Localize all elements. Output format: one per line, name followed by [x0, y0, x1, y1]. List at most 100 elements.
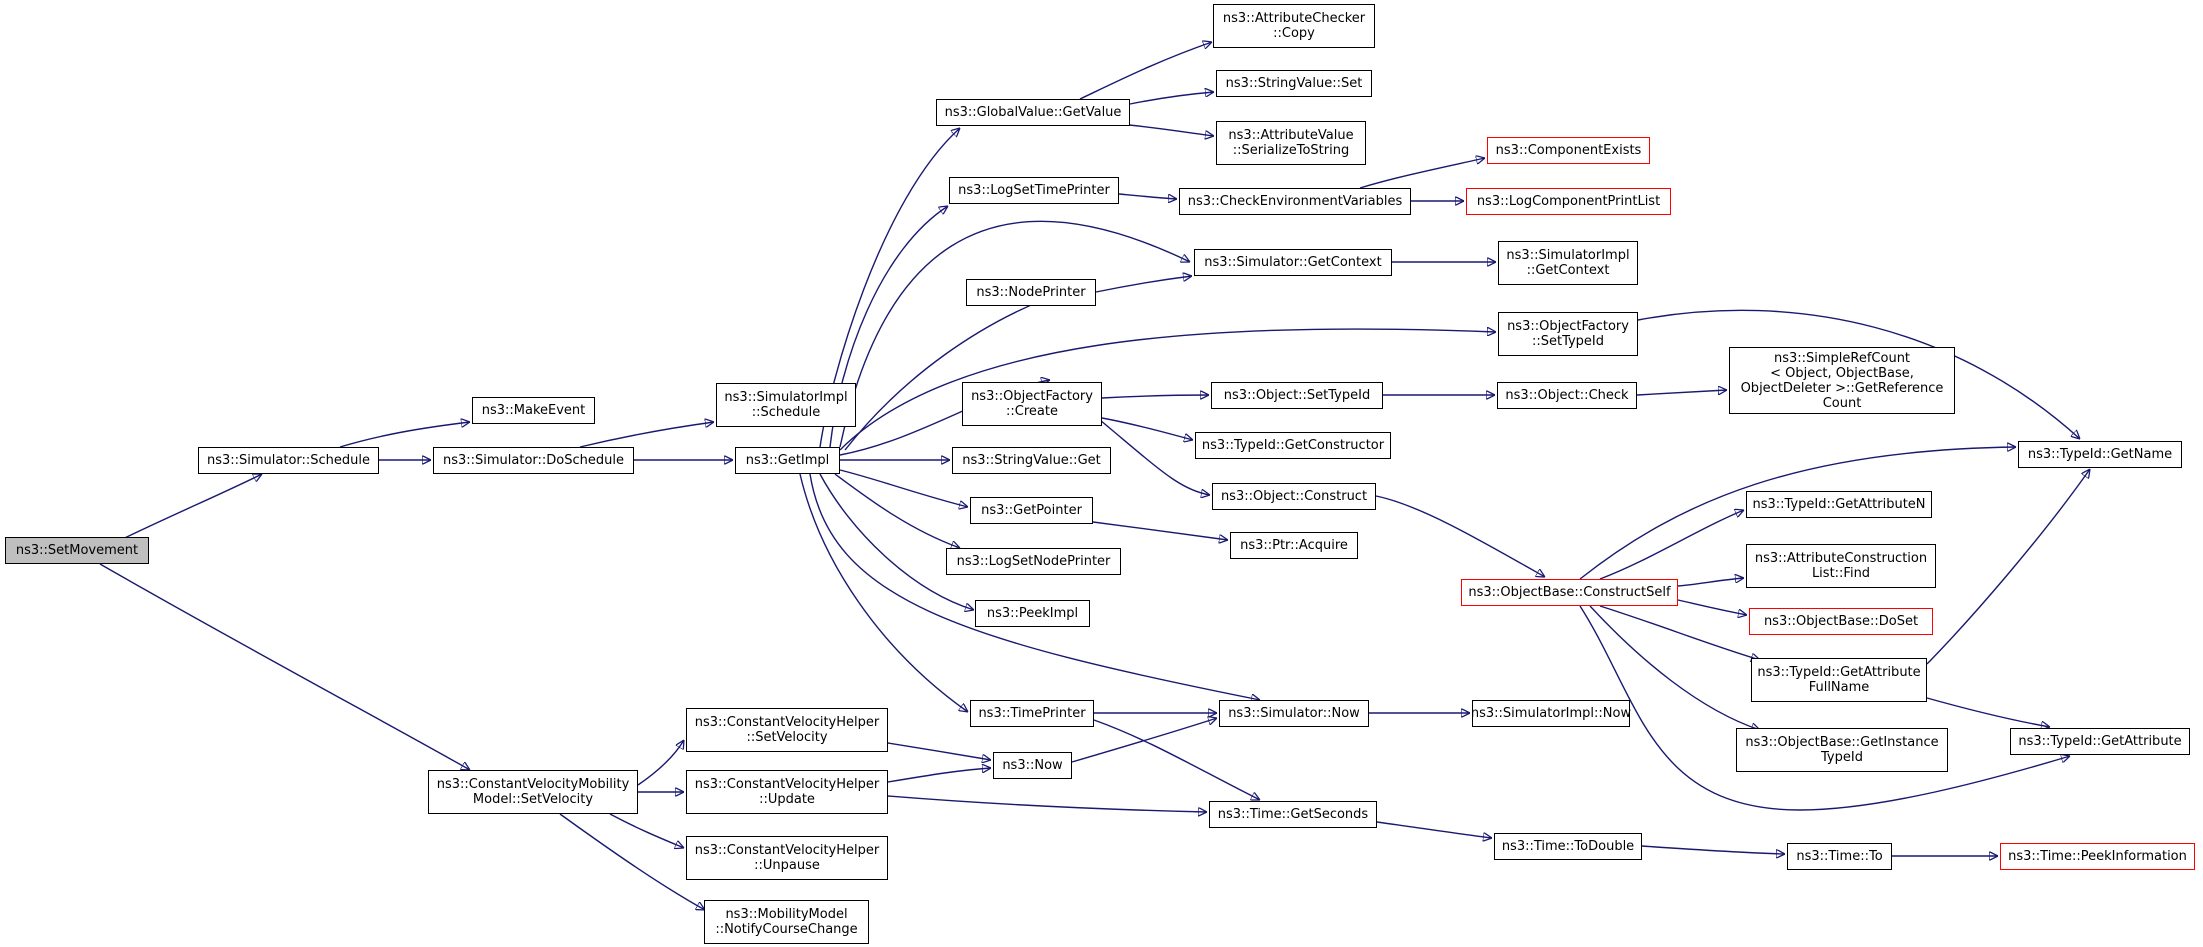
node-label: ns3::SimulatorImpl::Now: [1470, 706, 1632, 721]
node-peekimpl[interactable]: ns3::PeekImpl: [975, 600, 1090, 627]
edge-setmovement-to-cvmobility-setvelocity: [99, 563, 470, 770]
node-label: ::SetTypeId: [1531, 334, 1605, 349]
edge-getimpl-to-peekimpl: [819, 473, 974, 610]
edge-checkenvvars-to-componentexists: [1359, 158, 1485, 189]
node-label: ns3::GlobalValue::GetValue: [944, 105, 1122, 120]
node-simimpl-getcontext[interactable]: ns3::SimulatorImpl::GetContext: [1498, 241, 1638, 285]
node-now[interactable]: ns3::Now: [993, 752, 1072, 779]
node-attrvalue-serialize[interactable]: ns3::AttributeValue::SerializeToString: [1216, 121, 1366, 165]
node-label: ns3::PeekImpl: [986, 606, 1079, 621]
node-simimpl-now[interactable]: ns3::SimulatorImpl::Now: [1470, 700, 1632, 727]
edge-sim-doschedule-to-simimpl-schedule: [579, 422, 714, 448]
node-label: ns3::TypeId::GetAttribute: [1757, 665, 1921, 680]
edge-objectbase-constructself-to-typeid-getname: [1579, 447, 2016, 580]
node-cvhelper-update[interactable]: ns3::ConstantVelocityHelper::Update: [686, 770, 888, 814]
node-label: ns3::ConstantVelocityMobility: [436, 777, 630, 792]
node-makeevent[interactable]: ns3::MakeEvent: [472, 397, 595, 424]
node-label: ns3::SetMovement: [15, 543, 139, 558]
node-label: ns3::StringValue::Get: [962, 453, 1101, 468]
node-label: ns3::MobilityModel: [725, 907, 848, 922]
edge-time-todouble-to-time-to: [1641, 845, 1785, 854]
node-label: ns3::ObjectBase::DoSet: [1763, 614, 1919, 629]
node-label: ns3::Time::ToDouble: [1501, 839, 1635, 854]
node-typeid-getconstructor[interactable]: ns3::TypeId::GetConstructor: [1195, 432, 1391, 459]
node-mobility-notifycoursechange[interactable]: ns3::MobilityModel::NotifyCourseChange: [704, 900, 869, 944]
node-simimpl-schedule[interactable]: ns3::SimulatorImpl::Schedule: [716, 383, 856, 427]
node-label: ns3::StringValue::Set: [1225, 76, 1363, 91]
node-typeid-getattributen[interactable]: ns3::TypeId::GetAttributeN: [1746, 491, 1932, 518]
edge-getimpl-to-sim-now: [809, 473, 1260, 700]
node-logcomponentprintlist[interactable]: ns3::LogComponentPrintList: [1466, 188, 1671, 215]
node-label: ns3::Simulator::GetContext: [1204, 255, 1382, 270]
node-cvhelper-unpause[interactable]: ns3::ConstantVelocityHelper::Unpause: [686, 836, 888, 880]
node-time-to[interactable]: ns3::Time::To: [1787, 843, 1892, 870]
node-label: ns3::ObjectBase::ConstructSelf: [1468, 585, 1671, 600]
node-label: ns3::Object::Construct: [1220, 489, 1368, 504]
node-sim-getcontext[interactable]: ns3::Simulator::GetContext: [1194, 249, 1392, 276]
node-objectbase-doset[interactable]: ns3::ObjectBase::DoSet: [1749, 608, 1933, 635]
node-label: ns3::Simulator::Now: [1228, 706, 1360, 721]
node-label: ns3::TypeId::GetName: [2027, 447, 2173, 462]
node-sim-now[interactable]: ns3::Simulator::Now: [1219, 700, 1369, 727]
node-logsetnodeprinter[interactable]: ns3::LogSetNodePrinter: [946, 548, 1121, 575]
edge-objfactory-create-to-object-construct: [1099, 419, 1210, 495]
node-label: ns3::Time::PeekInformation: [2008, 849, 2187, 864]
edge-sim-schedule-to-makeevent: [339, 422, 470, 448]
node-objectbase-constructself[interactable]: ns3::ObjectBase::ConstructSelf: [1461, 579, 1678, 606]
node-label: ns3::TimePrinter: [978, 706, 1086, 721]
node-label: ns3::ObjectFactory: [971, 389, 1093, 404]
node-label: ::Update: [759, 792, 815, 807]
node-objfactory-settypeid[interactable]: ns3::ObjectFactory::SetTypeId: [1498, 312, 1638, 356]
node-ptr-acquire[interactable]: ns3::Ptr::Acquire: [1230, 532, 1358, 559]
node-label: ::Unpause: [754, 858, 820, 873]
node-label: ns3::ObjectFactory: [1507, 319, 1629, 334]
edge-getpointer-to-ptr-acquire: [1092, 521, 1228, 540]
node-label: ns3::TypeId::GetConstructor: [1201, 438, 1385, 453]
node-stringvalue-set[interactable]: ns3::StringValue::Set: [1216, 70, 1372, 97]
node-label: ns3::GetPointer: [981, 503, 1082, 518]
node-time-getseconds[interactable]: ns3::Time::GetSeconds: [1209, 801, 1377, 828]
node-label: ns3::AttributeChecker: [1222, 11, 1366, 26]
node-label: ns3::Object::Check: [1505, 388, 1629, 403]
node-sim-doschedule[interactable]: ns3::Simulator::DoSchedule: [433, 447, 634, 474]
node-label: ns3::MakeEvent: [481, 403, 586, 418]
node-label: ns3::TypeId::GetAttributeN: [1752, 497, 1926, 512]
node-attrchecker-copy[interactable]: ns3::AttributeChecker::Copy: [1213, 4, 1375, 48]
node-simplerefcount[interactable]: ns3::SimpleRefCount< Object, ObjectBase,…: [1729, 347, 1955, 414]
node-label: ns3::Now: [1002, 758, 1063, 773]
node-label: ns3::LogSetNodePrinter: [956, 554, 1111, 569]
node-label: Count: [1822, 395, 1862, 411]
node-objfactory-create[interactable]: ns3::ObjectFactory::Create: [962, 382, 1102, 426]
node-getimpl[interactable]: ns3::GetImpl: [735, 447, 840, 474]
edge-objectbase-constructself-to-typeid-getattributefullname: [1599, 605, 1760, 660]
node-sim-schedule[interactable]: ns3::Simulator::Schedule: [198, 447, 379, 474]
node-label: List::Find: [1811, 566, 1871, 581]
node-cvhelper-setvelocity[interactable]: ns3::ConstantVelocityHelper::SetVelocity: [686, 708, 888, 752]
node-componentexists[interactable]: ns3::ComponentExists: [1487, 137, 1650, 164]
node-getpointer[interactable]: ns3::GetPointer: [970, 497, 1093, 524]
node-label: ns3::Time::GetSeconds: [1217, 807, 1369, 822]
node-time-todouble[interactable]: ns3::Time::ToDouble: [1494, 833, 1642, 860]
node-object-settypeid[interactable]: ns3::Object::SetTypeId: [1211, 382, 1383, 409]
edge-typeid-getattributefullname-to-typeid-getattribute: [1926, 697, 2050, 727]
node-label: ns3::NodePrinter: [976, 285, 1086, 300]
node-stringvalue-get[interactable]: ns3::StringValue::Get: [952, 447, 1111, 474]
node-typeid-getname[interactable]: ns3::TypeId::GetName: [2018, 441, 2182, 468]
node-logsettimeprinter[interactable]: ns3::LogSetTimePrinter: [949, 177, 1119, 204]
node-globalvalue-getvalue[interactable]: ns3::GlobalValue::GetValue: [936, 99, 1130, 126]
edge-logsettimeprinter-to-checkenvvars: [1118, 193, 1177, 199]
node-nodeprinter[interactable]: ns3::NodePrinter: [966, 279, 1096, 306]
node-checkenvvars[interactable]: ns3::CheckEnvironmentVariables: [1179, 188, 1411, 215]
node-object-construct[interactable]: ns3::Object::Construct: [1212, 483, 1376, 510]
node-setmovement[interactable]: ns3::SetMovement: [5, 537, 149, 564]
node-label: ns3::Time::To: [1796, 849, 1883, 864]
edge-getimpl-to-timeprinter: [799, 473, 968, 712]
node-timeprinter[interactable]: ns3::TimePrinter: [970, 700, 1094, 727]
node-typeid-getattribute[interactable]: ns3::TypeId::GetAttribute: [2010, 728, 2190, 755]
node-object-check[interactable]: ns3::Object::Check: [1497, 382, 1637, 409]
node-time-peekinformation[interactable]: ns3::Time::PeekInformation: [2000, 843, 2195, 870]
